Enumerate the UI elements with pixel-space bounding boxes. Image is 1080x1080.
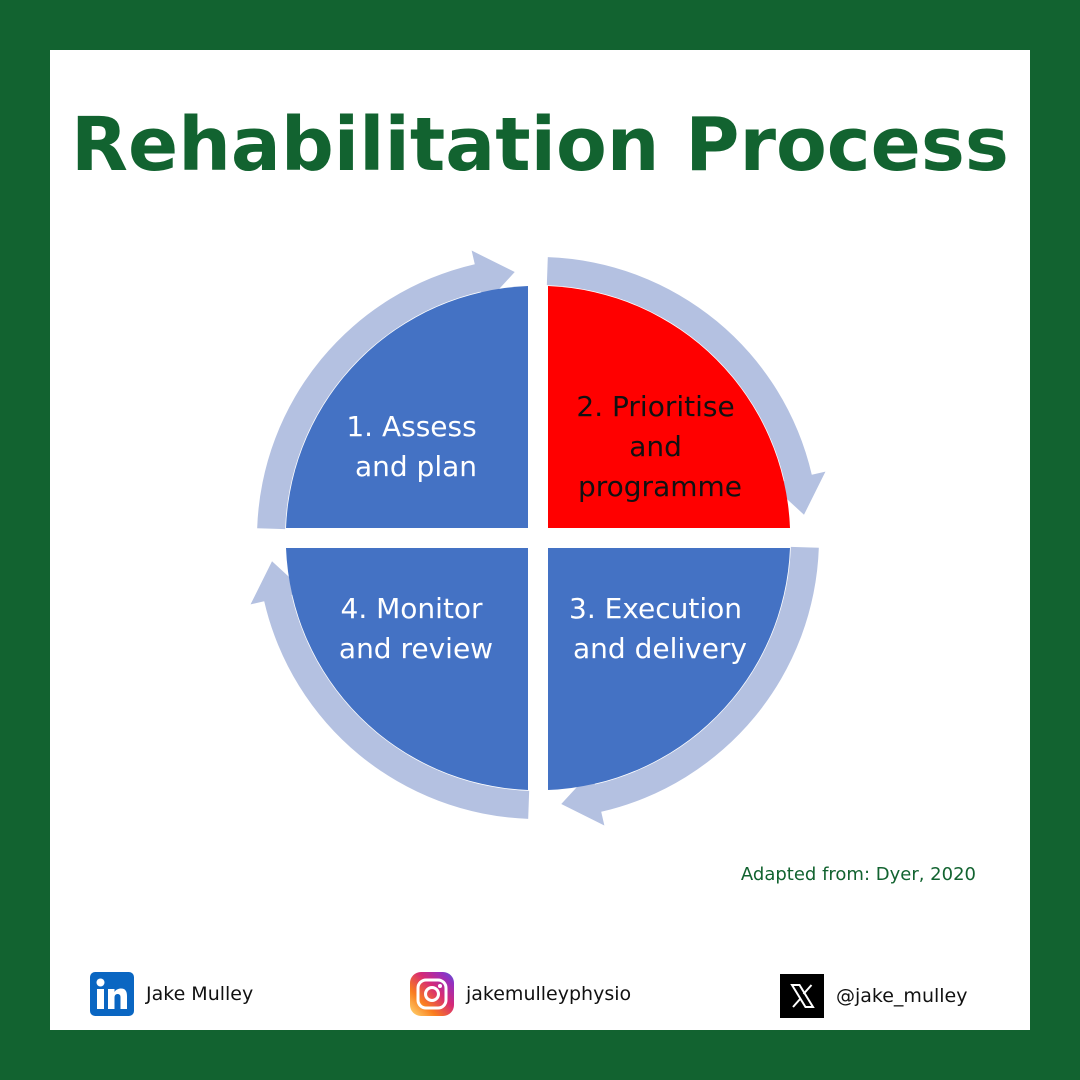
step-4-label: 4. Monitor and review — [339, 592, 493, 665]
arrow-to-execution — [546, 257, 826, 515]
instagram-link[interactable]: jakemulleyphysio — [410, 972, 631, 1016]
cycle-arrows — [250, 250, 826, 826]
linkedin-link[interactable]: Jake Mulley — [90, 972, 253, 1016]
arrow-to-monitor — [561, 546, 819, 826]
linkedin-icon — [90, 972, 134, 1016]
linkedin-handle: Jake Mulley — [146, 983, 254, 1005]
x-link[interactable]: @jake_mulley — [780, 974, 967, 1018]
quadrant-execution-delivery — [548, 548, 790, 790]
step-1-label: 1. Assess and plan — [346, 410, 485, 483]
instagram-icon — [410, 972, 454, 1016]
step-3-label: 3. Execution and delivery — [569, 592, 751, 665]
step-2-label: 2. Prioritise and programme — [576, 390, 743, 503]
quadrant-prioritise-programme — [548, 286, 790, 528]
arrow-to-assess — [250, 561, 530, 819]
arrow-to-prioritise — [257, 250, 515, 530]
quadrant-assess-plan — [286, 286, 528, 528]
content-card — [50, 50, 1030, 1030]
page-title: Rehabilitation Process — [71, 102, 1009, 188]
source-credit: Adapted from: Dyer, 2020 — [740, 864, 976, 885]
x-handle: @jake_mulley — [836, 985, 968, 1007]
instagram-handle: jakemulleyphysio — [466, 983, 632, 1005]
quadrant-monitor-review — [286, 548, 528, 790]
x-icon — [780, 974, 824, 1018]
